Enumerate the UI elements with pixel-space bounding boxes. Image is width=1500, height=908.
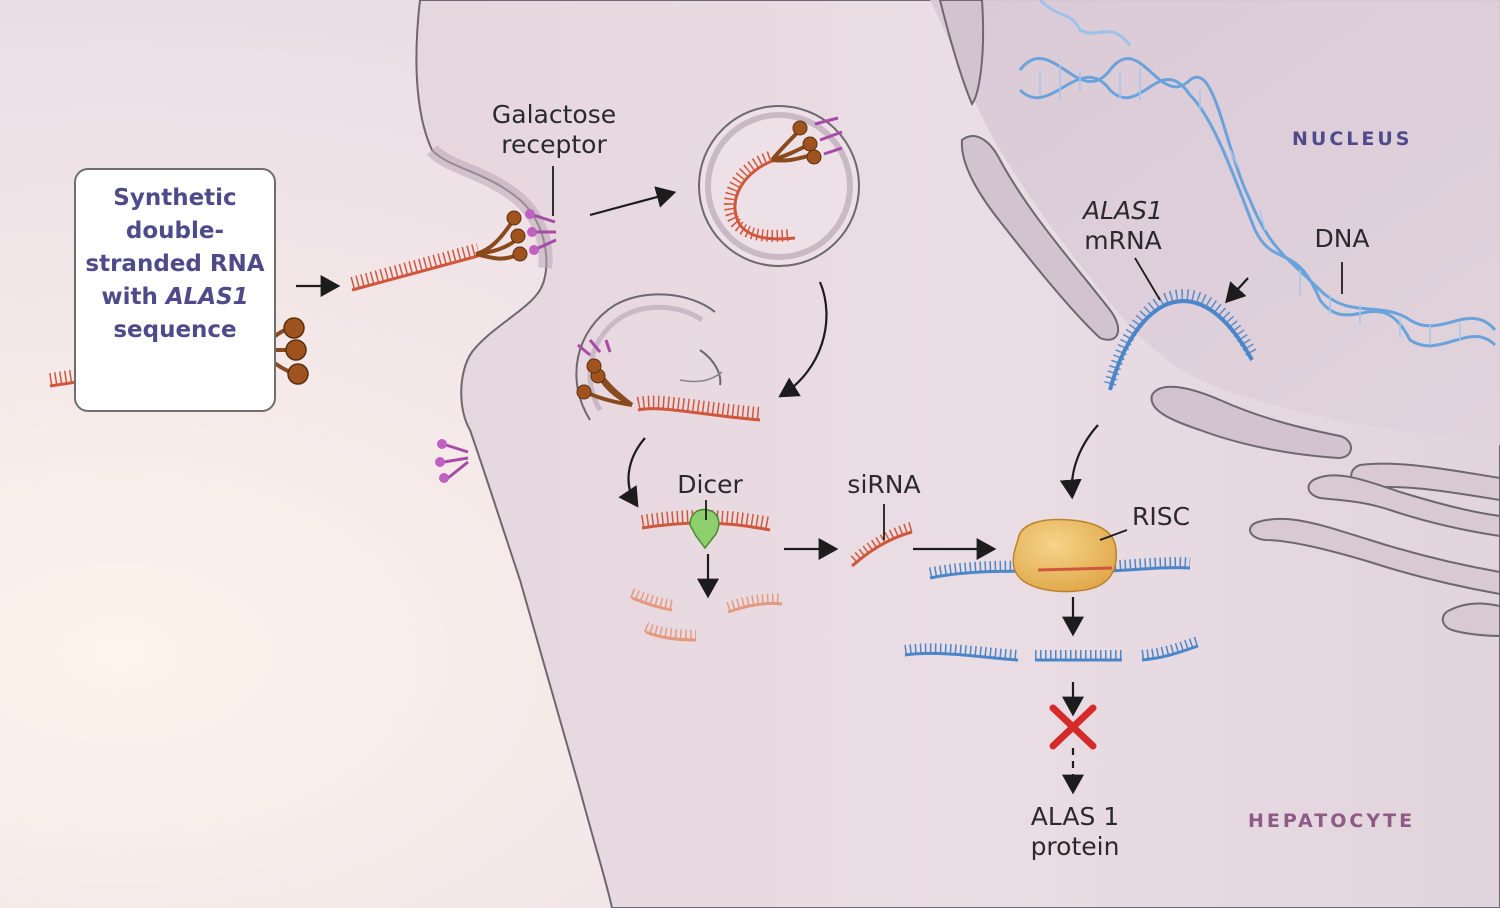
- nucleus-label: NUCLEUS: [1292, 128, 1413, 150]
- endoplasmic-reticulum: [1249, 462, 1500, 638]
- risc-complex: [928, 518, 1191, 593]
- endosome-vesicle: [698, 105, 860, 267]
- rna-fragments: [630, 588, 783, 642]
- galactose-receptor-label: Galactose receptor: [484, 100, 624, 160]
- protein-label-line-1: ALAS 1: [1030, 802, 1120, 831]
- alas1-mrna-gene: ALAS1: [1083, 196, 1163, 225]
- protein-label-line-2: protein: [1030, 832, 1120, 861]
- dna-helix: [1018, 0, 1497, 348]
- alas1-mrna-strand: [1108, 299, 1254, 391]
- block-x-icon: [1049, 704, 1097, 750]
- sirna-strand: [850, 521, 916, 568]
- alas1-protein-label: ALAS 1 protein: [1020, 802, 1130, 862]
- dicer-label: Dicer: [677, 470, 743, 499]
- opening-vesicle: [575, 293, 716, 421]
- synthetic-rna-callout: Synthetic double- stranded RNA with ALAS…: [74, 168, 276, 412]
- galactose-label-line-2: receptor: [501, 130, 607, 159]
- dna-rungs: [1039, 65, 1461, 345]
- callout-line-4-prefix: with: [101, 284, 166, 310]
- galactose-label-line-1: Galactose: [491, 100, 617, 129]
- nuclear-envelope: [938, 0, 1352, 460]
- flow-arrows: [296, 186, 1249, 795]
- free-receptor: [435, 439, 469, 483]
- callout-line-1: Synthetic: [113, 185, 237, 211]
- label-leaders: [552, 166, 1343, 541]
- sirna-label: siRNA: [847, 470, 921, 499]
- callout-line-5: sequence: [113, 317, 237, 343]
- alas1-mrna-label-line-1: ALAS1: [1068, 196, 1178, 226]
- rna-released: [576, 339, 761, 422]
- callout-line-4-gene: ALAS1: [165, 284, 249, 310]
- risc-label: RISC: [1131, 502, 1191, 531]
- nucleus-region: [930, 0, 1500, 445]
- callout-line-4: with ALAS1: [76, 281, 274, 314]
- dna-label: DNA: [1314, 224, 1370, 253]
- rna-in-endosome: [724, 116, 843, 242]
- callout-text: Synthetic double- stranded RNA with ALAS…: [76, 182, 274, 347]
- callout-line-2: double-: [125, 218, 225, 244]
- hepatocyte-label: HEPATOCYTE: [1248, 810, 1416, 832]
- dicer-complex: [641, 508, 772, 550]
- cleaved-mrna: [904, 636, 1200, 662]
- callout-line-3: stranded RNA: [85, 251, 265, 277]
- alas1-mrna-label: ALAS1 mRNA: [1068, 196, 1178, 256]
- alas1-mrna-label-line-2: mRNA: [1084, 226, 1162, 255]
- rna-at-receptor: [350, 209, 557, 292]
